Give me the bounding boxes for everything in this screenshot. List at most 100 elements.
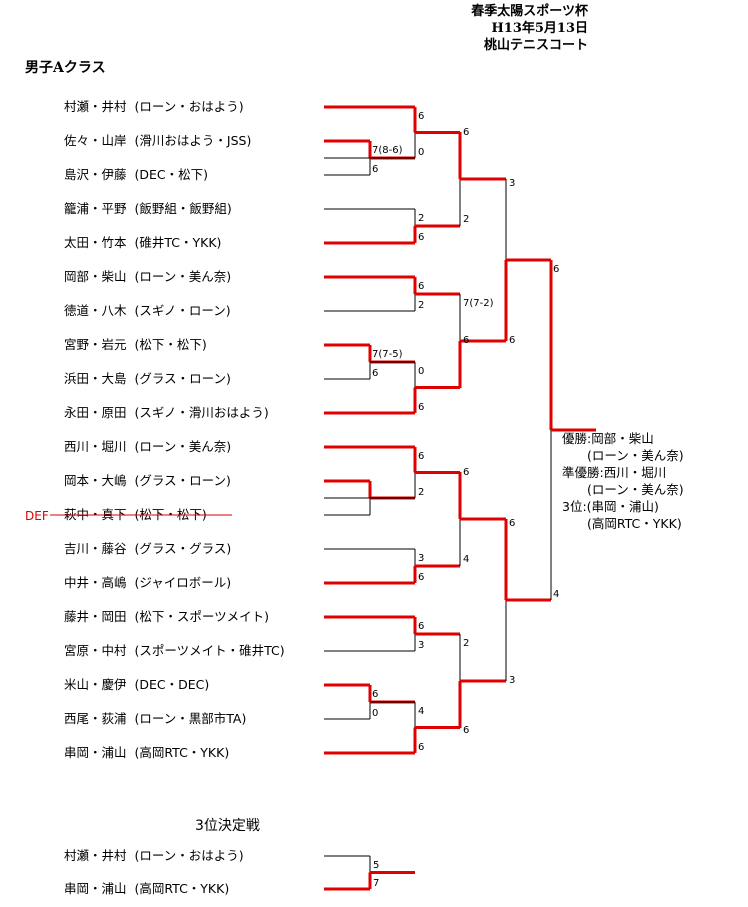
score-label: 6 — [372, 368, 378, 379]
score-label: 6 — [553, 264, 559, 275]
score-label: 6 — [418, 281, 424, 292]
player-names: 浜田・大島 — [64, 371, 127, 386]
player-row: 西川・堀川 (ローン・美ん奈) — [64, 439, 231, 455]
score-label: 4 — [463, 554, 469, 565]
player-row: 太田・竹本 (碓井TC・YKK) — [64, 235, 221, 251]
player-row: 宮原・中村 (スポーツメイト・碓井TC) — [64, 643, 285, 659]
score-label: 7(7-2) — [463, 298, 494, 309]
player-names: 太田・竹本 — [64, 235, 127, 250]
player-affiliation: (グラス・ローン) — [134, 371, 231, 386]
player-names: 米山・慶伊 — [64, 677, 127, 692]
score-label: 2 — [463, 214, 469, 225]
results-summary: 優勝:岡部・柴山 (ローン・美ん奈) 準優勝:西川・堀川 (ローン・美ん奈) 3… — [562, 431, 684, 531]
score-label: 3 — [418, 553, 424, 564]
player-names: 中井・高嶋 — [64, 575, 127, 590]
score-label: 6 — [372, 164, 378, 175]
class-title: 男子Aクラス — [25, 60, 106, 76]
third-place-player-bottom: 串岡・浦山(高岡RTC・YKK) — [64, 881, 229, 897]
player-affiliation: (ローン・おはよう) — [134, 99, 244, 114]
score-label: 4 — [418, 706, 424, 717]
player-row: 岡部・柴山 (ローン・美ん奈) — [64, 269, 231, 285]
player-names: 吉川・藤谷 — [64, 541, 127, 556]
player-names: 籠浦・平野 — [64, 201, 127, 216]
event-venue: 桃山テニスコート — [483, 38, 588, 53]
player-affiliation: (DEC・DEC) — [134, 677, 210, 692]
player-affiliation: (松下・松下) — [134, 337, 207, 352]
player-row: 米山・慶伊 (DEC・DEC) — [64, 677, 209, 693]
player-row: 佐々・山岸 (滑川おはよう・JSS) — [64, 133, 251, 149]
player-names: 島沢・伊藤 — [64, 167, 127, 182]
player-affiliation: (グラス・ローン) — [134, 473, 231, 488]
player-affiliation: (滑川おはよう・JSS) — [134, 133, 252, 148]
score-label: 6 — [418, 402, 424, 413]
player-names: 村瀬・井村 — [64, 99, 127, 114]
player-affiliation: (グラス・グラス) — [134, 541, 232, 556]
player-affiliation: (ローン・おはよう) — [134, 848, 244, 863]
score-label: 6 — [463, 127, 469, 138]
third-place-title: 3位決定戦 — [195, 818, 260, 834]
score-label: 6 — [509, 518, 515, 529]
player-row: 永田・原田 (スギノ・滑川おはよう) — [64, 405, 269, 421]
player-names: 藤井・岡田 — [64, 609, 127, 624]
score-label: 6 — [418, 451, 424, 462]
player-names: 永田・原田 — [64, 405, 127, 420]
score-label: 0 — [372, 708, 378, 719]
score-label: 7 — [373, 878, 379, 889]
score-label: 5 — [373, 860, 379, 871]
player-row: 岡本・大嶋 (グラス・ローン) — [64, 473, 231, 489]
player-row: 徳道・八木(スギノ・ローン) — [64, 303, 231, 319]
score-label: 3 — [509, 675, 515, 686]
def-label: DEF — [25, 509, 49, 523]
score-label: 6 — [418, 111, 424, 122]
player-affiliation: (スギノ・滑川おはよう) — [134, 405, 269, 420]
player-affiliation: (高岡RTC・YKK) — [134, 881, 230, 896]
player-affiliation: (スポーツメイト・碓井TC) — [134, 643, 285, 658]
player-names: 岡本・大嶋 — [64, 473, 127, 488]
player-row: 藤井・岡田 (松下・スポーツメイト) — [64, 609, 269, 625]
player-names: 岡部・柴山 — [64, 269, 127, 284]
player-row: 籠浦・平野(飯野組・飯野組) — [64, 201, 232, 217]
score-label: 4 — [553, 589, 559, 600]
player-row: 宮野・岩元 (松下・松下) — [64, 337, 207, 353]
score-label: 7(8-6) — [372, 145, 403, 156]
score-label: 6 — [418, 572, 424, 583]
score-label: 6 — [509, 335, 515, 346]
player-names: 宮原・中村 — [64, 643, 127, 658]
player-names: 村瀬・井村 — [64, 848, 127, 863]
player-affiliation: (松下・スポーツメイト) — [134, 609, 270, 624]
score-label: 7(7-5) — [372, 349, 403, 360]
score-label: 6 — [418, 621, 424, 632]
score-label: 6 — [463, 725, 469, 736]
player-row: 村瀬・井村 (ローン・おはよう) — [64, 99, 244, 115]
third-place-player-top: 村瀬・井村 (ローン・おはよう) — [64, 848, 244, 864]
score-label: 6 — [418, 232, 424, 243]
score-label: 6 — [418, 742, 424, 753]
player-names: 宮野・岩元 — [64, 337, 127, 352]
player-affiliation: (碓井TC・YKK) — [134, 235, 222, 250]
player-affiliation: (DEC・松下) — [134, 167, 209, 182]
event-date: H13年5月13日 — [491, 21, 588, 36]
player-affiliation: (ローン・黒部市TA) — [134, 711, 247, 726]
score-label: 0 — [418, 366, 424, 377]
player-affiliation: (高岡RTC・YKK) — [134, 745, 230, 760]
player-names: 徳道・八木 — [64, 303, 127, 318]
player-names: 西尾・荻浦 — [64, 711, 127, 726]
player-names: 串岡・浦山 — [64, 745, 127, 760]
event-title: 春季太陽スポーツ杯 — [471, 4, 588, 19]
player-row: 西尾・荻浦 (ローン・黒部市TA) — [64, 711, 246, 727]
player-affiliation: (ローン・美ん奈) — [134, 439, 232, 454]
player-row: 串岡・浦山 (高岡RTC・YKK) — [64, 745, 229, 761]
score-label: 6 — [372, 689, 378, 700]
score-label: 6 — [463, 467, 469, 478]
player-names: 西川・堀川 — [64, 439, 127, 454]
player-affiliation: (ジャイロボール) — [134, 575, 232, 590]
player-row: 中井・高嶋 (ジャイロボール) — [64, 575, 231, 591]
player-names: 佐々・山岸 — [64, 133, 127, 148]
player-affiliation: (ローン・美ん奈) — [134, 269, 232, 284]
player-row: 島沢・伊藤 (DEC・松下) — [64, 167, 208, 183]
score-label: 6 — [463, 335, 469, 346]
score-label: 2 — [463, 638, 469, 649]
score-label: 2 — [418, 487, 424, 498]
score-label: 3 — [418, 640, 424, 651]
